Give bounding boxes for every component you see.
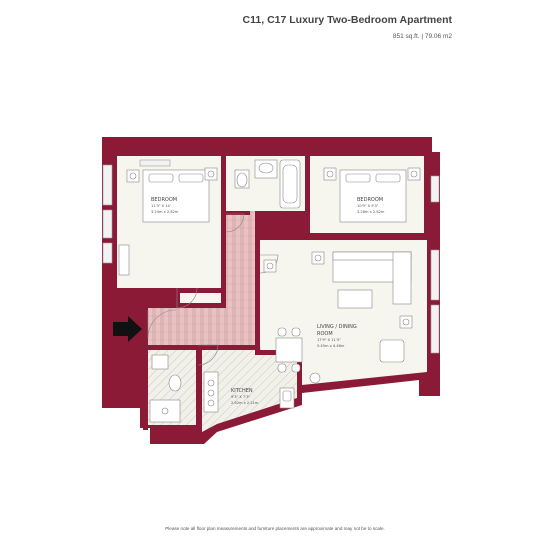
plan-title: C11, C17 Luxury Two-Bedroom Apartment: [242, 14, 452, 26]
living-name-line2: ROOM: [317, 331, 333, 337]
kitchen-name: KITCHEN: [231, 388, 253, 394]
bedroom-left-metric: 3.24m x 2.82m: [151, 210, 179, 214]
living-metric: 5.45m x 4.46m: [317, 344, 345, 348]
wc-fixtures: [149, 354, 182, 423]
living-imperial: 17'9" X 11'3": [317, 338, 341, 342]
interior-walls: [117, 156, 427, 432]
disclaimer-note: Please note all floor plan measurements …: [165, 526, 385, 531]
kitchen-floor: [202, 350, 297, 432]
entry-floor: [148, 308, 255, 345]
bedroom-right-imperial: 10'9" X 9'3": [357, 204, 379, 208]
bedroom-right-name: BEDROOM: [357, 197, 383, 203]
left-store-floor: [180, 293, 221, 303]
bedroom-left-imperial: 11'3" X 14': [151, 204, 171, 208]
kitchen-imperial: 9'3" X 7'3": [231, 395, 251, 399]
doors: [147, 213, 279, 366]
bedroom-left-furniture: [118, 167, 218, 276]
living-name-line1: LIVING / DINING: [317, 324, 357, 330]
plan-area: 851 sq.ft. | 79.06 m2: [392, 33, 452, 40]
windows: [102, 159, 440, 354]
closet-floor: [117, 293, 148, 408]
bathroom-fixtures: [234, 159, 301, 209]
living-furniture: [263, 251, 413, 384]
kitchen-metric: 2.82m x 2.21m: [231, 401, 259, 405]
kitchen-fixtures: [203, 371, 295, 413]
bedroom-left-name: BEDROOM: [151, 197, 177, 203]
bedroom-right-metric: 3.28m x 2.82m: [357, 210, 385, 214]
entrance-arrow-icon: [113, 316, 142, 342]
bedroom-right-furniture: [323, 167, 421, 223]
